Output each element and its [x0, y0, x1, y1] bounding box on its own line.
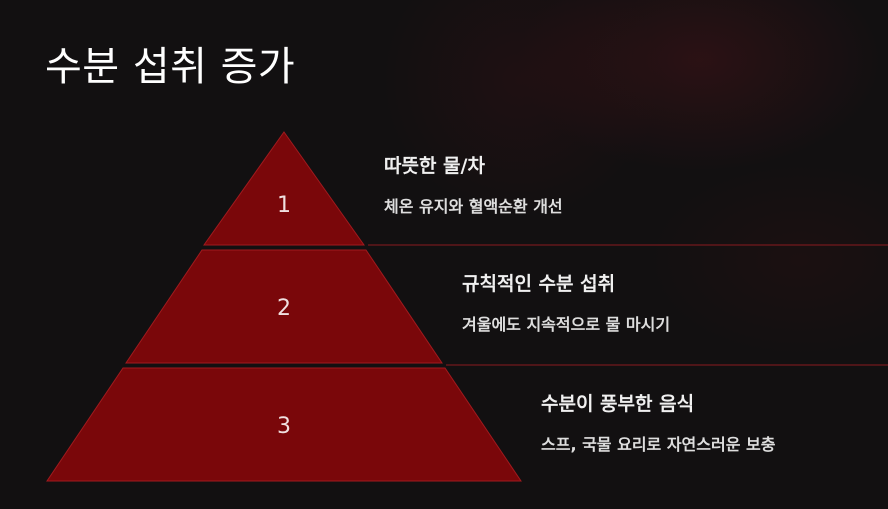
level-2-text: 규칙적인 수분 섭취 겨울에도 지속적으로 물 마시기: [462, 272, 670, 336]
level-3-title: 수분이 풍부한 음식: [541, 393, 695, 415]
tier-number-3: 3: [277, 414, 291, 439]
tier-number-1: 1: [277, 193, 291, 218]
level-1-text: 따뜻한 물/차 체온 유지와 혈액순환 개선: [384, 154, 563, 218]
tier-number-2: 2: [277, 296, 291, 321]
pyramid-tier-1: [203, 131, 365, 246]
pyramid-tier-3: [46, 367, 522, 482]
level-1-description: 체온 유지와 혈액순환 개선: [384, 197, 563, 216]
level-3-description: 스프, 국물 요리로 자연스러운 보충: [541, 435, 776, 454]
pyramid-tier-2: [125, 249, 443, 364]
level-3-text: 수분이 풍부한 음식 스프, 국물 요리로 자연스러운 보충: [541, 392, 775, 456]
level-2-title: 규칙적인 수분 섭취: [462, 273, 616, 295]
slide-title: 수분 섭취 증가: [45, 44, 296, 90]
level-2-description: 겨울에도 지속적으로 물 마시기: [462, 315, 671, 334]
level-1-title: 따뜻한 물/차: [384, 155, 485, 177]
